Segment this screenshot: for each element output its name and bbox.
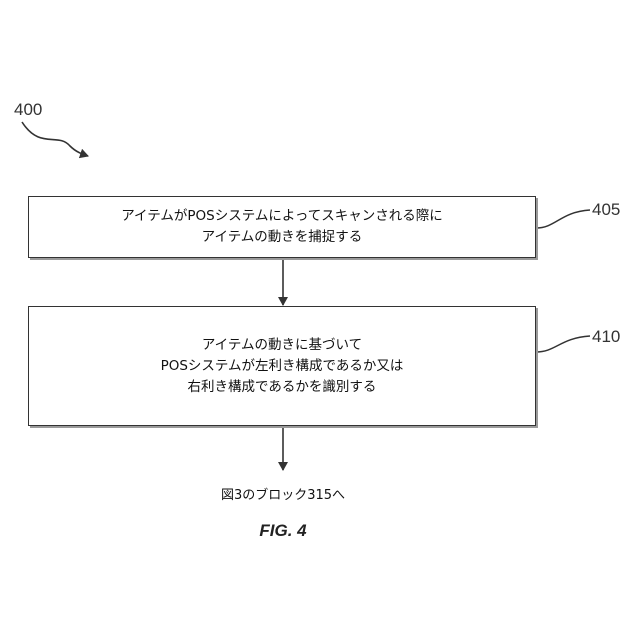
step-405-text: アイテムがPOSシステムによってスキャンされる際に アイテムの動きを捕捉する xyxy=(121,206,443,248)
end-label: 図3のブロック315へ xyxy=(183,484,383,503)
step-box-405: アイテムがPOSシステムによってスキャンされる際に アイテムの動きを捕捉する xyxy=(28,196,536,258)
figure-caption: FIG. 4 xyxy=(183,521,383,541)
step-410-text: アイテムの動きに基づいて POSシステムが左利き構成であるか又は 右利き構成であ… xyxy=(161,335,404,398)
step-405-leader xyxy=(536,210,590,228)
step-410-leader xyxy=(536,336,590,352)
figure-ref-leader-arrow xyxy=(22,122,88,156)
step-405-ref: 405 xyxy=(592,200,620,220)
step-box-410: アイテムの動きに基づいて POSシステムが左利き構成であるか又は 右利き構成であ… xyxy=(28,306,536,426)
step-410-ref: 410 xyxy=(592,327,620,347)
figure-reference-number: 400 xyxy=(14,100,42,120)
